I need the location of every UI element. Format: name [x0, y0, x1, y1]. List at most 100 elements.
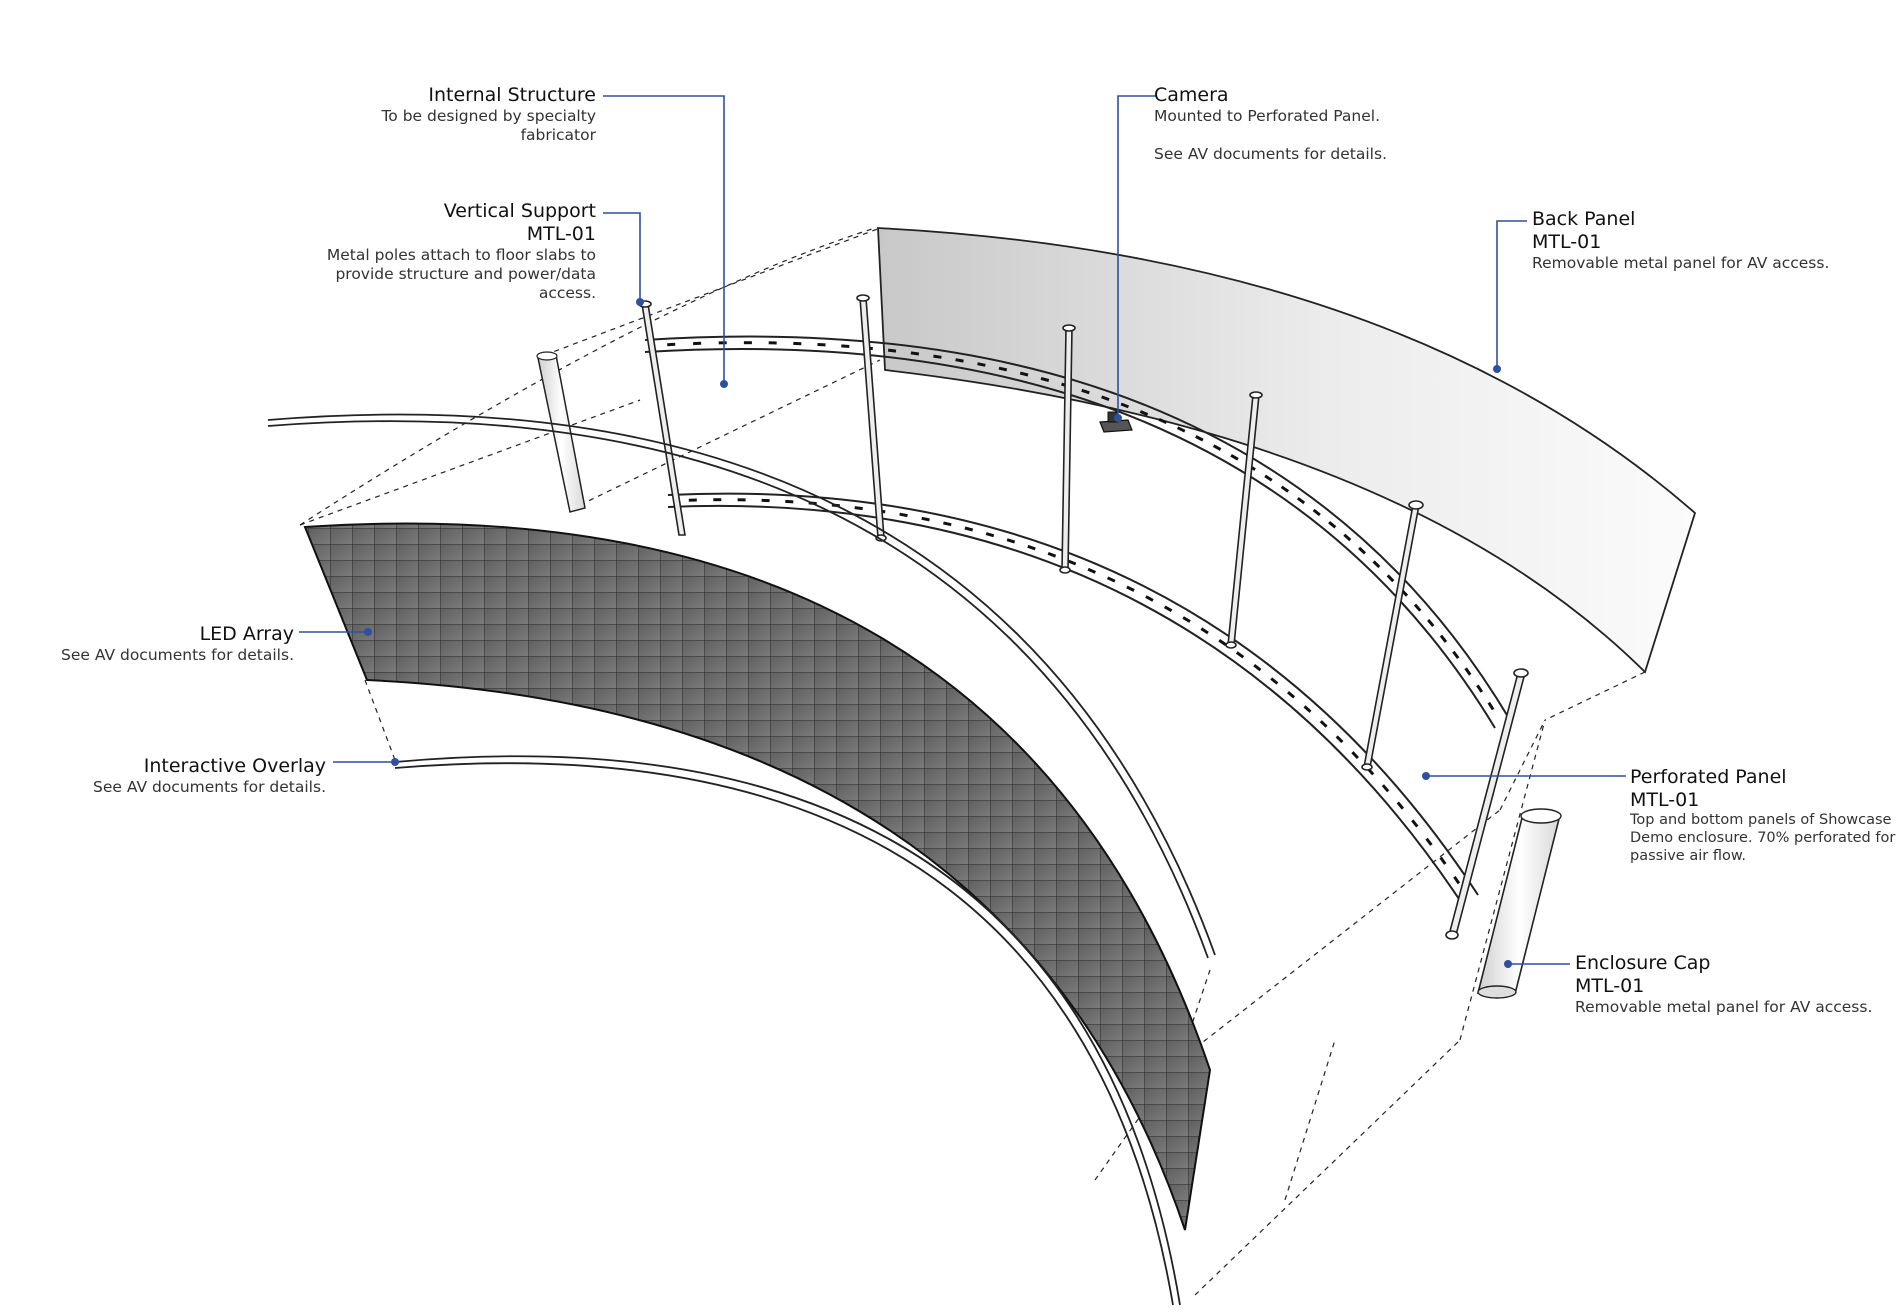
- perforation-slot: [1439, 634, 1448, 643]
- perforation-slot: [1087, 567, 1097, 574]
- vertical-support-code: MTL-01: [526, 223, 596, 246]
- perforation-slot: [943, 521, 952, 527]
- perforation-slot: [1439, 856, 1447, 865]
- perforation-slot: [1319, 720, 1328, 728]
- callout-internal-structure: Internal Structure To be designed by spe…: [296, 84, 596, 145]
- perforation-slot: [1386, 574, 1395, 583]
- perforation-slot: [841, 344, 850, 348]
- interactive-overlay-desc: See AV documents for details.: [93, 778, 326, 797]
- top-glass-arc: [267, 413, 1216, 959]
- perforation-slot: [899, 512, 908, 518]
- perforation-slot: [887, 348, 897, 353]
- perforation-slot: [1106, 576, 1116, 583]
- callout-vertical-support: Vertical Support MTL-01 Metal poles atta…: [276, 200, 596, 303]
- perforated-panel-code: MTL-01: [1630, 789, 1700, 812]
- led-array-desc: See AV documents for details.: [61, 646, 294, 665]
- perforation-slot: [1027, 544, 1036, 551]
- perforation-slot: [1163, 605, 1173, 613]
- interactive-overlay: [394, 755, 1181, 1306]
- callout-enclosure-cap: Enclosure Cap MTL-01 Removable metal pan…: [1575, 952, 1895, 1017]
- perforation-slot: [1120, 402, 1130, 409]
- perforation-slot: [1195, 435, 1204, 442]
- perforation-slot: [1425, 837, 1433, 846]
- perforation-slot: [921, 516, 930, 522]
- perforation-slot: [1047, 551, 1057, 558]
- perforation-slot: [1019, 371, 1029, 377]
- perforation-slot: [1296, 496, 1306, 505]
- perforation-slot: [1358, 546, 1367, 555]
- perforation-slot: [1158, 418, 1168, 424]
- led-array: [303, 522, 1212, 1231]
- perforation-slot: [1200, 627, 1209, 635]
- camera-title: Camera: [1154, 84, 1229, 106]
- callout-interactive-overlay: Interactive Overlay See AV documents for…: [26, 755, 326, 797]
- perforation-slot: [1230, 454, 1239, 461]
- perforation-slot: [1139, 410, 1149, 416]
- perforation-slot: [1453, 875, 1461, 885]
- perforation-slot: [1381, 784, 1390, 793]
- perforation-slot: [1427, 618, 1435, 628]
- enclosure-cap-desc: Removable metal panel for AV access.: [1575, 998, 1873, 1017]
- perforation-slot: [854, 506, 863, 511]
- enclosure-cap-title: Enclosure Cap: [1575, 952, 1711, 974]
- perforation-slot: [1270, 677, 1279, 685]
- perforation-slot: [998, 366, 1008, 372]
- back-panel-code: MTL-01: [1532, 231, 1602, 254]
- perforation-slot: [1081, 388, 1090, 395]
- perforation-slot: [1253, 664, 1262, 672]
- perforation-slot: [1343, 533, 1352, 542]
- perforation-slot: [1303, 705, 1312, 713]
- perforation-slot: [1413, 603, 1422, 612]
- led-array-title: LED Array: [199, 623, 294, 645]
- callout-back-panel: Back Panel MTL-01 Removable metal panel …: [1532, 208, 1872, 273]
- perforation-slot: [1101, 395, 1110, 402]
- perforation-slot: [985, 532, 995, 538]
- vertical-support-desc: Metal poles attach to floor slabs to pro…: [326, 246, 596, 303]
- perforation-slot: [1126, 585, 1135, 592]
- perforation-slot: [977, 362, 986, 367]
- internal-structure-title: Internal Structure: [428, 84, 596, 106]
- vertical-support-title: Vertical Support: [443, 200, 596, 222]
- vertical-support-poles: [638, 294, 1529, 940]
- leader-dots: [364, 298, 1512, 968]
- enclosure-cap: [1476, 808, 1562, 999]
- perforation-slot: [1212, 444, 1222, 451]
- callout-led-array: LED Array See AV documents for details.: [34, 623, 294, 665]
- perforation-slot: [1476, 684, 1484, 693]
- callout-camera: Camera Mounted to Perforated Panel. See …: [1154, 84, 1484, 164]
- perforated-panel-title: Perforated Panel: [1630, 766, 1787, 788]
- perforation-slot: [1264, 474, 1273, 482]
- leader-lines: [299, 95, 1626, 965]
- perforation-slot: [1040, 376, 1050, 382]
- callout-perforated-panel: Perforated Panel MTL-01 Top and bottom p…: [1630, 766, 1900, 865]
- perforation-slot: [1312, 508, 1321, 517]
- perforation-slot: [1067, 559, 1077, 566]
- perforation-slot: [1176, 426, 1186, 433]
- perforation-slot: [1287, 691, 1296, 699]
- camera-desc: Mounted to Perforated Panel. See AV docu…: [1154, 107, 1387, 163]
- enclosure-cap-code: MTL-01: [1575, 975, 1645, 998]
- perforation-slot: [785, 499, 794, 504]
- back-panel-title: Back Panel: [1532, 208, 1636, 230]
- perforation-slot: [955, 358, 964, 363]
- back-panel-desc: Removable metal panel for AV access.: [1532, 254, 1830, 273]
- perforation-slot: [1145, 595, 1154, 602]
- back-panel: [877, 227, 1697, 674]
- perforation-slot: [1487, 701, 1495, 711]
- perforation-slot: [964, 526, 974, 532]
- perforation-slot: [1235, 651, 1245, 659]
- perforation-slot: [933, 354, 942, 359]
- internal-structure-desc: To be designed by specialty fabricator: [381, 107, 596, 145]
- perforation-slot: [1006, 538, 1016, 544]
- interactive-overlay-title: Interactive Overlay: [143, 755, 326, 777]
- perforation-slot: [1280, 485, 1290, 493]
- perforation-slot: [1182, 616, 1191, 623]
- perforation-slot: [1218, 639, 1227, 647]
- perforation-slot: [1396, 801, 1405, 810]
- perforation-slot: [1335, 735, 1344, 744]
- perforation-slot: [1464, 667, 1472, 676]
- perforation-slot: [1372, 560, 1381, 569]
- perforation-slot: [1452, 650, 1460, 659]
- left-cap-cylinder: [536, 351, 586, 513]
